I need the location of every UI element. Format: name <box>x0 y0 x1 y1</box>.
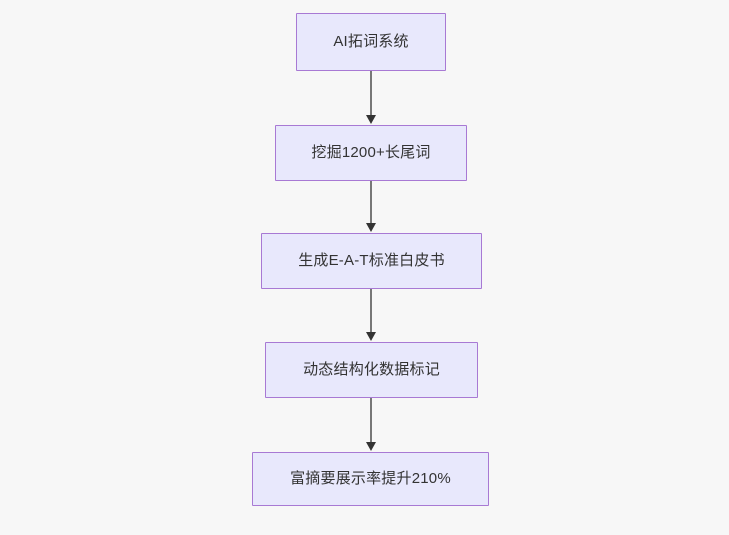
flowchart-node-label: 挖掘1200+长尾词 <box>311 144 431 161</box>
flowchart-node-rich-snippet-impression-lift[interactable]: 富摘要展示率提升210% <box>252 452 489 506</box>
flowchart-node-label: AI拓词系统 <box>333 33 409 50</box>
flowchart-node-generate-eat-whitepaper[interactable]: 生成E-A-T标准白皮书 <box>261 233 482 289</box>
arrowhead-icon <box>366 442 376 451</box>
flowchart-node-dynamic-structured-data-markup[interactable]: 动态结构化数据标记 <box>265 342 478 398</box>
edge-node1-to-node2 <box>366 71 376 124</box>
arrowhead-icon <box>366 115 376 124</box>
flowchart-node-label: 生成E-A-T标准白皮书 <box>298 252 445 269</box>
flowchart-node-mine-longtail-keywords[interactable]: 挖掘1200+长尾词 <box>275 125 467 181</box>
flowchart-node-label: 动态结构化数据标记 <box>303 361 440 378</box>
flowchart-node-label: 富摘要展示率提升210% <box>290 470 451 487</box>
edge-node2-to-node3 <box>366 181 376 232</box>
arrowhead-icon <box>366 223 376 232</box>
edge-node4-to-node5 <box>366 398 376 451</box>
edge-node3-to-node4 <box>366 289 376 341</box>
flowchart-node-ai-keyword-expansion-system[interactable]: AI拓词系统 <box>296 13 446 71</box>
arrowhead-icon <box>366 332 376 341</box>
